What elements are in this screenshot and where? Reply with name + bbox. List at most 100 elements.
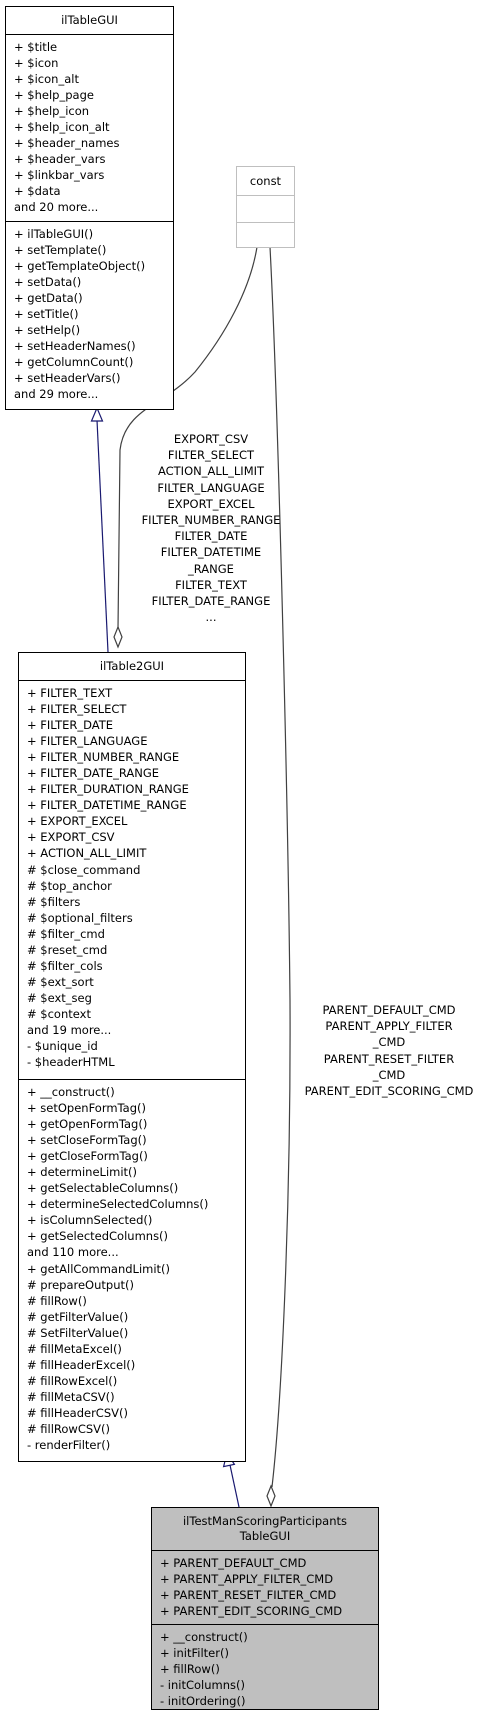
attribute: # $top_anchor (27, 878, 112, 893)
attribute: - $headerHTML (27, 1055, 115, 1070)
edge-label-line: PARENT_DEFAULT_CMD (322, 1003, 456, 1017)
attribute: # $filter_cols (27, 958, 103, 973)
edge-label-line: _CMD (372, 1067, 406, 1082)
operation: # fillRowCSV() (27, 1421, 111, 1436)
operation: + determineSelectedColumns() (27, 1197, 209, 1212)
operation: + getAllCommandLimit() (27, 1261, 171, 1276)
attribute: # $filters (27, 894, 81, 909)
operation: + setHeaderVars() (14, 371, 121, 386)
aggregation-diamond-scoring (266, 1484, 276, 1508)
edge-label-line: FILTER_TEXT (175, 577, 247, 592)
attribute-more: and 20 more... (14, 200, 99, 215)
operation: + setTemplate() (14, 243, 107, 258)
operation: # prepareOutput() (27, 1277, 134, 1292)
attribute: # $ext_seg (27, 990, 92, 1005)
class-title-line: ilTestManScoringParticipants (182, 1514, 347, 1528)
operation: + getSelectableColumns() (27, 1181, 179, 1196)
attribute: # $context (27, 1006, 91, 1021)
operation: + getSelectedColumns() (27, 1229, 169, 1244)
attribute: + FILTER_DURATION_RANGE (27, 782, 189, 797)
attributes-section: + FILTER_TEXT + FILTER_SELECT + FILTER_D… (19, 681, 245, 1080)
attribute: + FILTER_DATE (27, 718, 114, 733)
attribute: + PARENT_APPLY_FILTER_CMD (160, 1572, 334, 1587)
attribute: + FILTER_DATE_RANGE (27, 766, 159, 781)
class-title: const (237, 167, 294, 196)
class-iltestmanscoringparticipantstablegui[interactable]: ilTestManScoringParticipants TableGUI + … (151, 1507, 379, 1710)
attribute: # $optional_filters (27, 910, 133, 925)
operation: # fillHeaderCSV() (27, 1405, 128, 1420)
inheritance-edge-table2-to-tablegui (96, 419, 109, 653)
attribute: + FILTER_SELECT (27, 702, 127, 717)
class-title: ilTableGUI (6, 7, 173, 35)
operation: + __construct() (160, 1630, 248, 1644)
inheritance-arrowhead-tablegui (90, 406, 104, 422)
operation: - initColumns() (160, 1678, 245, 1693)
operation: + getOpenFormTag() (27, 1117, 148, 1132)
operation: + getTemplateObject() (14, 259, 146, 274)
class-title-line: TableGUI (239, 1529, 291, 1543)
class-iltablegui[interactable]: ilTableGUI + $title + $icon + $icon_alt … (5, 6, 174, 410)
edge-label-const-to-scoring: PARENT_DEFAULT_CMD PARENT_APPLY_FILTER _… (294, 1002, 484, 1099)
attribute: + EXPORT_CSV (27, 830, 115, 845)
attribute: + ACTION_ALL_LIMIT (27, 846, 147, 861)
operation: + setData() (14, 275, 82, 290)
attributes-section: + PARENT_DEFAULT_CMD + PARENT_APPLY_FILT… (152, 1551, 378, 1625)
operation: + initFilter() (160, 1646, 229, 1661)
operation: + __construct() (27, 1085, 115, 1099)
attribute: + $help_page (14, 88, 94, 103)
edge-label-line: PARENT_RESET_FILTER (323, 1051, 455, 1066)
attribute-more: and 19 more... (27, 1022, 112, 1037)
operation: + setTitle() (14, 307, 79, 322)
class-title: ilTestManScoringParticipants TableGUI (152, 1508, 378, 1551)
edge-label-const-to-table2: EXPORT_CSV FILTER_SELECT ACTION_ALL_LIMI… (126, 431, 296, 625)
operation: # SetFilterValue() (27, 1325, 129, 1340)
class-iltable2gui[interactable]: ilTable2GUI + FILTER_TEXT + FILTER_SELEC… (18, 652, 246, 1462)
class-const[interactable]: const (236, 166, 295, 248)
operation: + setOpenFormTag() (27, 1101, 146, 1116)
attribute: # $filter_cmd (27, 926, 105, 941)
inheritance-edge-scoring-to-table2 (229, 1464, 240, 1508)
operation: # fillHeaderExcel() (27, 1357, 136, 1372)
attribute: + EXPORT_EXCEL (27, 814, 128, 829)
operation-more: and 110 more... (27, 1245, 119, 1260)
operation: + getColumnCount() (14, 355, 134, 370)
operation: + fillRow() (160, 1662, 220, 1677)
attribute: # $close_command (27, 862, 141, 877)
attribute: + FILTER_TEXT (27, 686, 113, 700)
attribute: + $linkbar_vars (14, 168, 105, 183)
operation: - renderFilter() (27, 1438, 111, 1453)
attribute: + $icon (14, 56, 59, 71)
attributes-section (237, 196, 294, 223)
edge-label-line: PARENT_EDIT_SCORING_CMD (304, 1084, 474, 1099)
attribute: # $reset_cmd (27, 942, 108, 957)
edge-label-line: PARENT_APPLY_FILTER (325, 1019, 453, 1034)
attribute: + $help_icon_alt (14, 120, 110, 135)
edge-label-line: _RANGE (188, 561, 234, 576)
class-title-line: ilTableGUI (61, 13, 118, 27)
edge-label-line: ACTION_ALL_LIMIT (157, 464, 265, 479)
attribute: + PARENT_RESET_FILTER_CMD (160, 1588, 337, 1603)
operation: # fillRowExcel() (27, 1373, 118, 1388)
attribute: + $help_icon (14, 104, 90, 119)
edge-label-line: FILTER_DATE (174, 529, 248, 544)
edge-label-line: FILTER_DATETIME (160, 545, 262, 560)
operation: + ilTableGUI() (14, 227, 94, 241)
class-title-line: ilTable2GUI (99, 659, 165, 673)
operation: + determineLimit() (27, 1165, 138, 1180)
edge-label-line: FILTER_DATE_RANGE (151, 594, 271, 609)
operation: + setCloseFormTag() (27, 1133, 147, 1148)
attribute: + $header_vars (14, 152, 106, 167)
operation-more: and 29 more... (14, 387, 99, 402)
operation: + setHelp() (14, 323, 81, 338)
usage-edge-const-to-scoring (269, 246, 291, 1488)
operation: - initOrdering() (160, 1694, 246, 1709)
attribute: + $data (14, 184, 61, 199)
class-title: ilTable2GUI (19, 653, 245, 681)
operation: # fillMetaCSV() (27, 1389, 115, 1404)
attribute: # $ext_sort (27, 974, 94, 989)
attribute: + FILTER_DATETIME_RANGE (27, 798, 187, 813)
edge-label-line: FILTER_NUMBER_RANGE (141, 513, 281, 528)
edge-label-line: _CMD (372, 1035, 406, 1050)
operations-section: + __construct() + setOpenFormTag() + get… (19, 1080, 245, 1456)
